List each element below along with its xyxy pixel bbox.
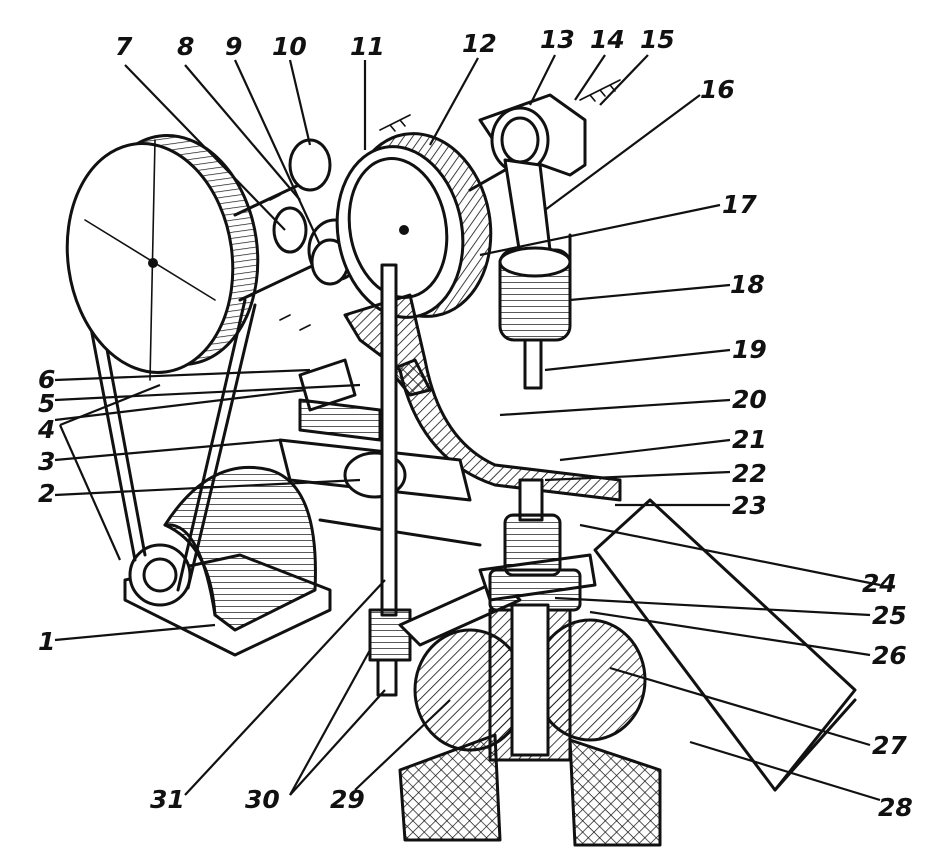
label-28: 28	[878, 793, 913, 822]
label-9: 9	[225, 32, 242, 61]
label-13: 13	[540, 25, 575, 54]
die-block	[398, 603, 662, 847]
label-7: 7	[115, 32, 133, 61]
leader-lines	[54, 54, 881, 802]
label-18: 18	[730, 270, 765, 299]
label-20: 20	[732, 385, 767, 414]
label-23: 23	[732, 491, 767, 520]
label-2: 2	[38, 479, 55, 508]
label-5: 5	[38, 389, 55, 418]
connecting-rod	[478, 93, 587, 257]
workpiece-plate	[593, 498, 857, 792]
label-31: 31	[150, 785, 185, 814]
crank-wheel	[335, 132, 493, 319]
ram-slide	[498, 233, 572, 390]
label-22: 22	[732, 459, 767, 488]
label-26: 26	[872, 641, 907, 670]
punch-assembly	[488, 478, 582, 612]
label-24: 24	[862, 569, 897, 598]
label-16: 16	[700, 75, 735, 104]
label-29: 29	[330, 785, 365, 814]
flywheel-pulley	[65, 134, 260, 381]
label-1: 1	[38, 627, 55, 656]
label-19: 19	[732, 335, 767, 364]
label-15: 15	[640, 25, 675, 54]
label-30: 30	[245, 785, 280, 814]
label-17: 17	[722, 190, 757, 219]
part-labels: 1 2 3 4 5 6 7 8 9 10 11 12 13 14 15 16 1…	[37, 25, 913, 822]
electric-motor	[123, 465, 332, 657]
label-8: 8	[177, 32, 194, 61]
label-21: 21	[732, 425, 767, 454]
label-27: 27	[872, 731, 907, 760]
label-11: 11	[350, 32, 385, 61]
label-4: 4	[37, 415, 55, 444]
vertical-rod	[368, 263, 412, 697]
label-3: 3	[38, 447, 55, 476]
label-14: 14	[590, 25, 625, 54]
label-10: 10	[272, 32, 307, 61]
label-12: 12	[462, 29, 497, 58]
label-25: 25	[872, 601, 907, 630]
label-6: 6	[38, 365, 55, 394]
curved-guide	[298, 293, 622, 502]
